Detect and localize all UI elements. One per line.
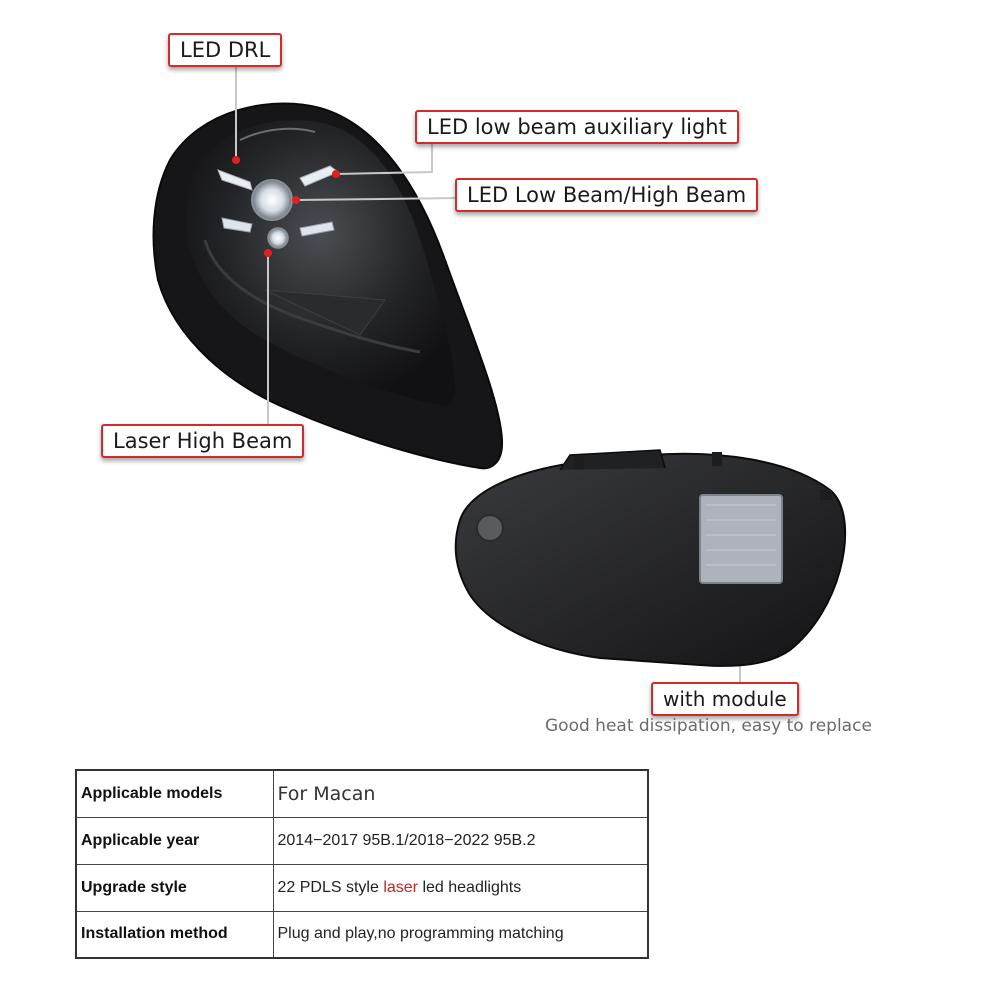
spec-value-highlight: laser xyxy=(383,878,419,896)
callout-with-module: with module xyxy=(651,682,799,716)
spec-value-before: 22 PDLS style xyxy=(277,878,384,896)
callout-led-drl: LED DRL xyxy=(168,33,283,67)
tab-1 xyxy=(574,455,584,469)
low-high-beam-projector xyxy=(251,179,293,221)
laser-projector xyxy=(267,227,289,249)
table-row: Applicable models For Macan xyxy=(75,769,649,818)
housing-ridge xyxy=(559,449,666,471)
product-illustration xyxy=(152,66,847,682)
lens-highlight xyxy=(239,127,316,141)
callout-low-beam-auxiliary: LED low beam auxiliary light xyxy=(415,110,739,144)
module-texture xyxy=(706,504,776,566)
housing-body xyxy=(454,452,847,667)
tab-2 xyxy=(712,452,722,466)
spec-value: 22 PDLS style laser led headlights xyxy=(272,863,649,912)
headlight-front xyxy=(152,102,504,470)
headlight-back xyxy=(454,449,847,667)
dot-drl xyxy=(232,156,240,164)
leader-aux xyxy=(335,140,433,175)
table-row: Installation method Plug and play,no pro… xyxy=(75,910,649,959)
aux-strip-right xyxy=(299,221,335,237)
spec-value: 2014−2017 95B.1/2018−2022 95B.2 xyxy=(272,816,649,865)
inner-bezel xyxy=(203,239,421,354)
spec-value: For Macan xyxy=(272,769,649,818)
table-row: Upgrade style 22 PDLS style laser led he… xyxy=(75,863,649,912)
control-module xyxy=(699,494,783,584)
dot-aux xyxy=(332,170,340,178)
spec-label: Applicable year xyxy=(75,816,274,865)
spec-table: Applicable models For Macan Applicable y… xyxy=(75,769,649,959)
aux-strip-left xyxy=(221,217,253,233)
drl-strip-left xyxy=(217,169,253,191)
dot-lowhigh xyxy=(292,196,300,204)
callout-low-high-beam: LED Low Beam/High Beam xyxy=(455,178,759,212)
spec-value: Plug and play,no programming matching xyxy=(272,910,649,959)
leader-lowhigh xyxy=(295,197,459,201)
spec-label: Applicable models xyxy=(75,769,274,818)
spec-label: Installation method xyxy=(75,910,274,959)
module-caption: Good heat dissipation, easy to replace xyxy=(545,716,872,736)
tab-3 xyxy=(820,490,832,500)
table-row: Applicable year 2014−2017 95B.1/2018−202… xyxy=(75,816,649,865)
callout-laser-high-beam: Laser High Beam xyxy=(101,424,305,458)
carbon-panel xyxy=(264,289,386,336)
spec-label: Upgrade style xyxy=(75,863,274,912)
dot-laser xyxy=(264,249,272,257)
vent-grille xyxy=(476,514,504,542)
spec-value-after: led headlights xyxy=(418,878,522,896)
